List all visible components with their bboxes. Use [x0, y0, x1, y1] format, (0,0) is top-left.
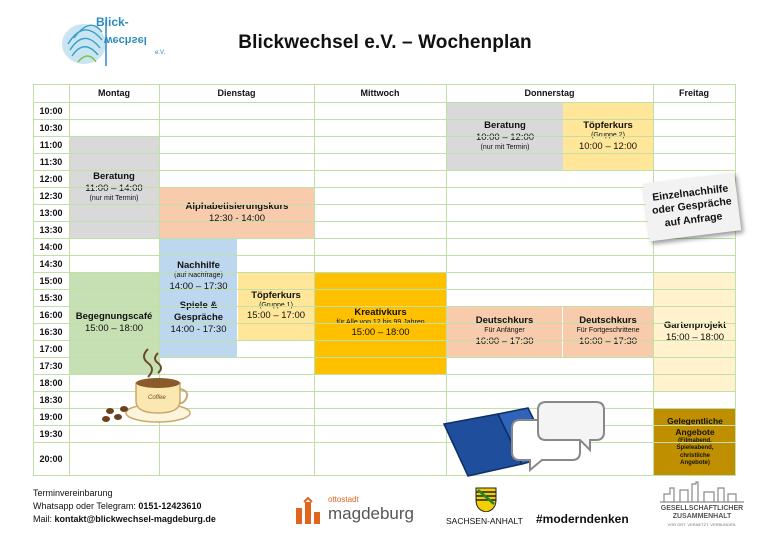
sachsen-anhalt-logo: SACHSEN-ANHALT — [446, 486, 526, 532]
logo-text-top: Blick- — [96, 15, 129, 29]
block-time: 15:00 – 18:00 — [84, 323, 144, 334]
block-title: Beratung — [484, 120, 526, 132]
book-chat-icon — [442, 396, 607, 478]
block-time: 14:00 - 17:30 — [170, 324, 227, 336]
magdeburg-logo: ottostadt magdeburg — [294, 495, 434, 526]
block-time: 14:00 – 17:30 — [169, 280, 228, 292]
hashtag-text: #moderndenken — [536, 512, 629, 526]
note-einzelnachhilfe: Einzelnachhilfe oder Gespräche auf Anfra… — [642, 172, 742, 242]
time-label: 15:00 — [39, 276, 63, 286]
email-link[interactable]: kontakt@blickwechsel-magdeburg.de — [54, 514, 216, 524]
time-label: 17:30 — [39, 361, 63, 371]
time-label: 11:30 — [39, 157, 63, 167]
block-title: Nachhilfe — [177, 259, 220, 271]
time-label: 18:00 — [39, 378, 63, 388]
block-title: Beratung — [93, 170, 135, 182]
footer-contact: Terminvereinbarung Whatsapp oder Telegra… — [33, 487, 216, 526]
time-label: 10:00 — [39, 106, 63, 116]
time-label: 20:00 — [39, 454, 63, 464]
block-title: Töpferkurs — [583, 120, 633, 132]
footer-label: Mail: — [33, 514, 55, 524]
block-time: 16:00 – 17:30 — [578, 335, 638, 347]
time-label: 14:00 — [39, 242, 63, 252]
logo-ev: e.V. — [155, 50, 166, 56]
block-sub: Spieleabend, — [676, 445, 714, 452]
schedule-grid: Beratung 11:00 – 14:00 (nur mit Termin) … — [33, 84, 736, 476]
block-sub: (Gruppe 1) — [259, 302, 293, 311]
blickwechsel-logo — [54, 14, 174, 72]
block-sub: christliche — [679, 452, 710, 459]
block-title: Gartenprojekt — [663, 319, 727, 331]
day-header-montag: Montag — [98, 88, 130, 98]
block-sub: (nur mit Termin) — [89, 194, 139, 202]
magdeburg-big: magdeburg — [328, 504, 415, 523]
block-title: Gelegentliche — [667, 416, 723, 427]
block-time: 11:00 – 14:00 — [85, 182, 143, 194]
block-dienstag-nachhilfe: Nachhilfe (auf Nachfrage) 14:00 – 17:30 … — [160, 239, 237, 357]
gz-line2: ZUSAMMENHALT — [672, 513, 732, 520]
time-label: 19:00 — [39, 412, 63, 422]
block-time: 16:00 – 17:30 — [475, 335, 534, 347]
block-sub: (nur mit Termin) — [480, 144, 530, 151]
block-title: Angebote — [675, 427, 715, 437]
time-label: 12:30 — [39, 191, 63, 201]
block-donnerstag-deutsch2: Deutschkurs Für Fortgeschrittene 16:00 –… — [563, 306, 653, 357]
block-time: 15:00 – 18:00 — [351, 327, 410, 339]
block-title: Spiele & — [179, 300, 218, 312]
block-donnerstag-deutsch1: Deutschkurs Für Anfänger 16:00 – 17:30 — [447, 306, 562, 357]
block-time: 10:00 – 12:00 — [475, 132, 535, 144]
day-header-donnerstag: Donnerstag — [524, 88, 575, 98]
page-title: Blickwechsel e.V. – Wochenplan — [238, 32, 532, 53]
phone-number[interactable]: 0151-12423610 — [138, 501, 202, 511]
gz-line1: GESELLSCHAFTLICHER — [660, 505, 744, 512]
block-time: 10:00 – 12:00 — [578, 140, 638, 152]
magdeburg-small: ottostadt — [328, 495, 359, 504]
time-label: 19:30 — [39, 429, 63, 439]
time-label: 13:00 — [39, 208, 63, 218]
logo-text-bottom: wechsel — [104, 34, 147, 46]
time-label: 17:00 — [39, 344, 63, 354]
time-label: 16:00 — [39, 310, 63, 320]
block-title: Töpferkurs — [251, 289, 301, 301]
block-title: Deutschkurs — [579, 315, 637, 327]
block-sub: (auf Nachfrage) — [174, 271, 223, 279]
block-title: Deutschkurs — [475, 315, 534, 327]
time-label: 15:30 — [39, 293, 63, 303]
cup-label: Coffee — [148, 395, 166, 401]
time-label: 12:00 — [39, 174, 63, 184]
block-dienstag-alpha: Alphabetisierungskurs 12:30 - 14:00 — [160, 187, 314, 239]
time-label: 13:30 — [39, 225, 63, 235]
time-label: 18:30 — [39, 395, 63, 405]
block-sub: für Alle von 12 bis 99 Jahren — [336, 319, 424, 328]
block-sub: Angebote) — [680, 460, 710, 467]
block-title: Alphabetisierungskurs — [185, 201, 289, 213]
coffee-cup-icon — [100, 345, 195, 427]
footer-line: Terminvereinbarung — [33, 488, 113, 498]
block-sub: (Filmabend, — [678, 437, 712, 444]
block-freitag-garten: Gartenprojekt 15:00 – 18:00 — [654, 272, 736, 391]
block-sub: Für Fortgeschrittene — [576, 327, 640, 335]
time-label: 11:00 — [39, 140, 63, 150]
block-time: 12:30 - 14:00 — [209, 213, 265, 224]
sachsen-text: SACHSEN-ANHALT — [446, 516, 523, 526]
day-header-mittwoch: Mittwoch — [360, 88, 400, 98]
day-header-dienstag: Dienstag — [217, 88, 256, 98]
gesellschaftlicher-zusammenhalt-logo: GESELLSCHAFTLICHER ZUSAMMENHALT VOR ORT.… — [660, 480, 744, 536]
block-title: Kreativkurs — [354, 306, 407, 318]
day-header-freitag: Freitag — [678, 88, 709, 98]
gz-line3: VOR ORT. VERNETZT. VERBUNDEN. — [667, 522, 737, 527]
time-label: 16:30 — [39, 327, 63, 337]
block-time: 15:00 – 17:00 — [246, 310, 306, 322]
block-title: Begegnungscafé — [75, 311, 153, 323]
block-time: 15:00 – 18:00 — [665, 331, 725, 343]
time-label: 14:30 — [39, 259, 63, 269]
time-label: 10:30 — [39, 123, 63, 133]
block-title: Gespräche — [173, 312, 224, 324]
block-sub: Für Anfänger — [484, 327, 525, 335]
block-sub: (Gruppe 2) — [591, 132, 625, 141]
footer-label: Whatsapp oder Telegram: — [33, 501, 139, 511]
